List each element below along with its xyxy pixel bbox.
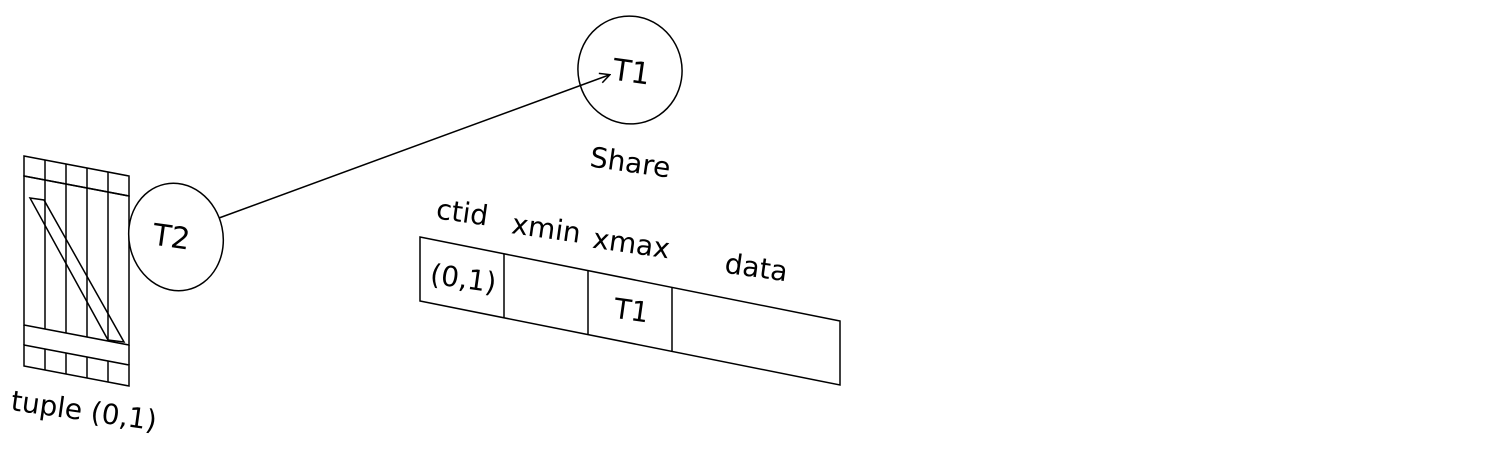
wait-arrow xyxy=(218,75,609,219)
transaction-t2-node xyxy=(127,182,225,292)
column-header-xmin: xmin xyxy=(510,207,583,249)
cell-xmax: T1 xyxy=(611,292,651,330)
transaction-t1-label: T1 xyxy=(609,53,652,93)
column-header-ctid: ctid xyxy=(434,193,490,233)
column-header-xmax: xmax xyxy=(591,222,672,265)
cell-ctid: (0,1) xyxy=(428,258,498,300)
tuple-row xyxy=(419,236,841,386)
tuple-label: tuple (0,1) xyxy=(9,384,159,437)
column-header-data: data xyxy=(723,247,790,288)
lock-mode-label: Share xyxy=(588,141,673,185)
transaction-t2-label: T2 xyxy=(149,218,192,258)
transaction-t1-node xyxy=(577,15,683,125)
tuple-icon xyxy=(23,155,130,387)
